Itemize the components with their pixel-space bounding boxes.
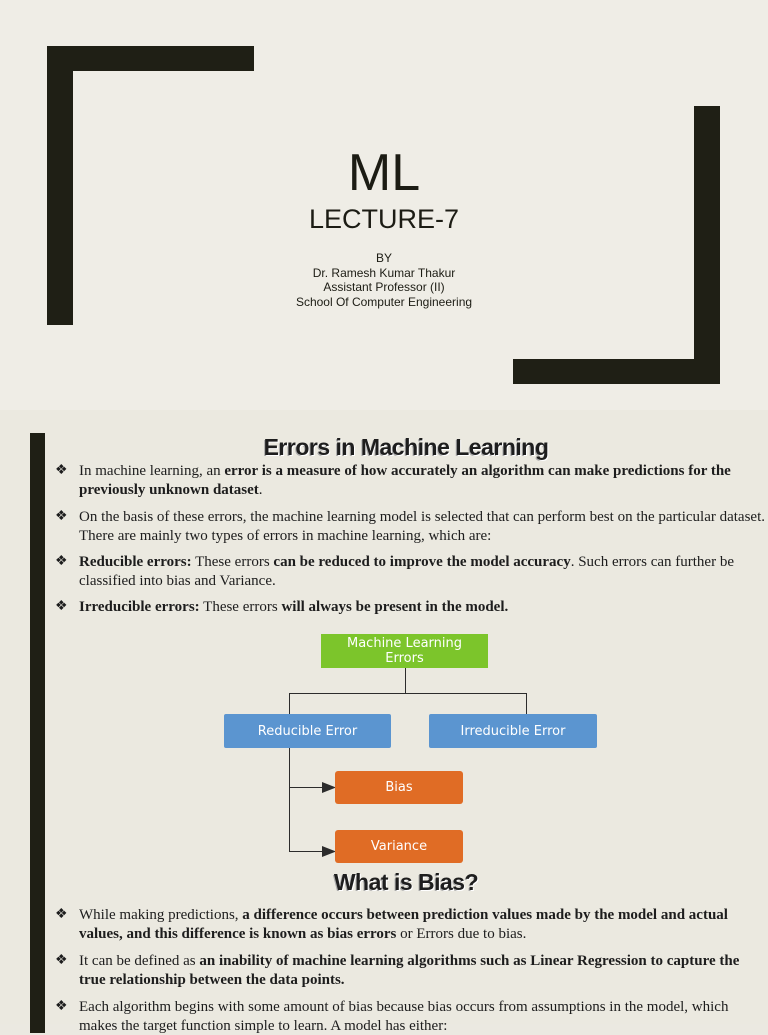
byline-position: Assistant Professor (II): [323, 280, 445, 294]
diagram-node-root: Machine Learning Errors: [321, 634, 488, 668]
section-heading-bias: What is Bias?: [333, 869, 479, 895]
arrow-right-icon: [322, 782, 336, 793]
corner-bracket-bottom-right-vertical: [694, 106, 720, 384]
slide-left-accent-bar: [30, 433, 45, 1033]
corner-bracket-top-left-vertical: [47, 46, 73, 325]
diagram-node-variance: Variance: [335, 830, 463, 863]
arrow-right-icon: [322, 846, 336, 857]
connector-line: [405, 668, 406, 693]
connector-line: [289, 693, 527, 694]
connector-line: [289, 748, 290, 852]
diagram-node-bias: Bias: [335, 771, 463, 804]
slide-subtitle: LECTURE-7: [308, 204, 460, 234]
slide-title: ML: [347, 144, 421, 202]
diamond-bullet-icon: ❖: [55, 599, 68, 614]
byline: BY Dr. Ramesh Kumar Thakur Assistant Pro…: [0, 251, 768, 309]
diagram-node-irreducible: Irreducible Error: [429, 714, 597, 748]
connector-line: [526, 693, 527, 714]
diamond-bullet-icon: ❖: [55, 999, 68, 1014]
connector-line: [289, 787, 329, 788]
title-slide: ML LECTURE-7 BY Dr. Ramesh Kumar Thakur …: [0, 0, 768, 410]
corner-bracket-top-left-horizontal: [47, 46, 254, 71]
diamond-bullet-icon: ❖: [55, 907, 68, 922]
diamond-bullet-icon: ❖: [55, 953, 68, 968]
byline-author: Dr. Ramesh Kumar Thakur: [312, 265, 456, 280]
connector-line: [289, 693, 290, 714]
connector-line: [289, 851, 329, 852]
byline-school: School Of Computer Engineering: [295, 294, 473, 309]
corner-bracket-bottom-right-horizontal: [513, 359, 720, 384]
byline-by: BY: [375, 251, 392, 265]
diamond-bullet-icon: ❖: [55, 554, 68, 569]
section-heading-errors: Errors in Machine Learning: [263, 434, 549, 460]
diamond-bullet-icon: ❖: [55, 463, 68, 478]
diamond-bullet-icon: ❖: [55, 509, 68, 524]
content-slide: Errors in Machine Learning ❖ In machine …: [0, 410, 768, 1034]
diagram-node-reducible: Reducible Error: [224, 714, 391, 748]
